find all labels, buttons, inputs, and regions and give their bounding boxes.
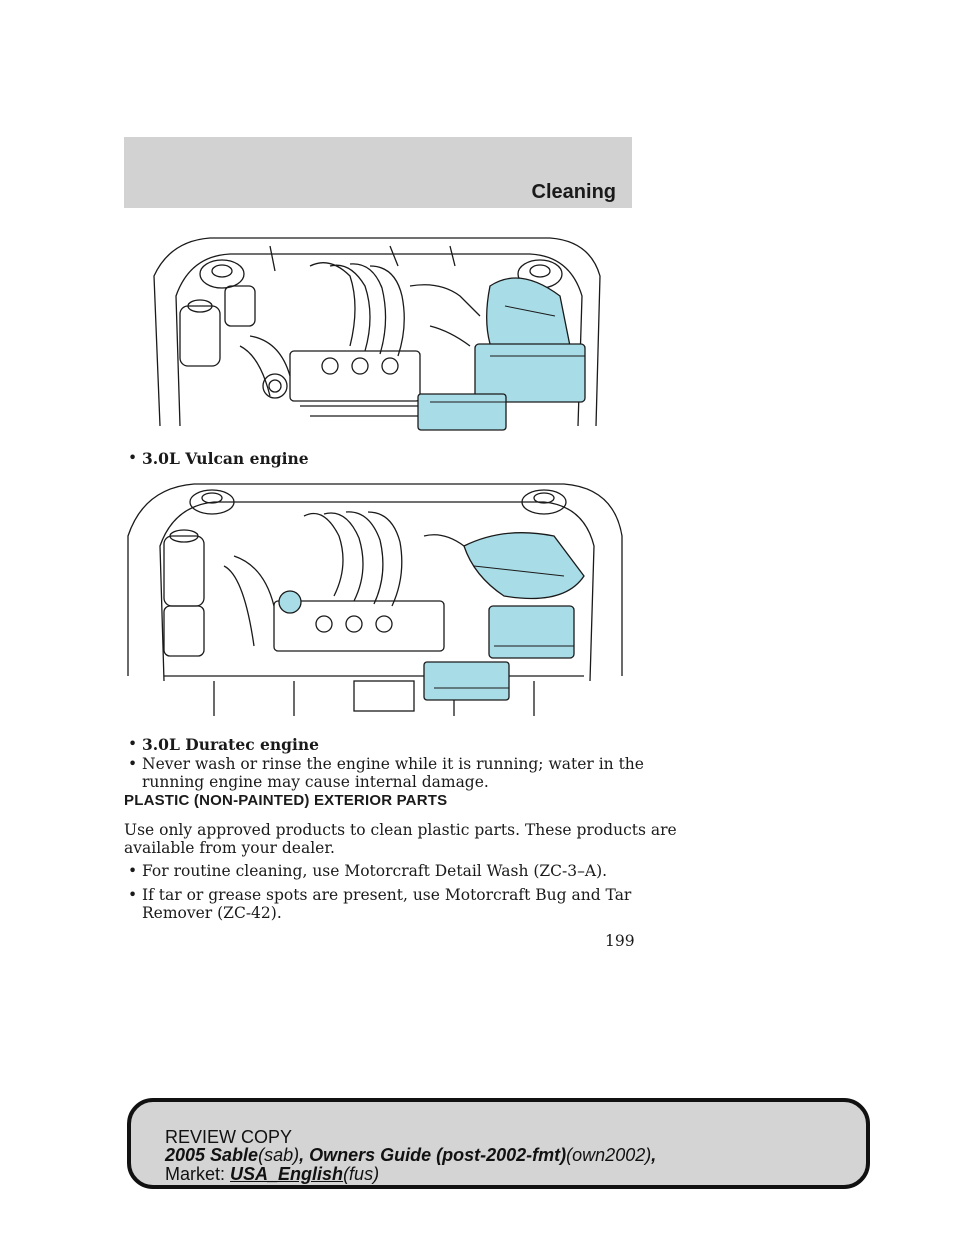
footer-market-line: Market: USA_English(fus) (165, 1164, 379, 1184)
bullet-dot: • (128, 735, 138, 753)
duratec-engine-illustration (124, 476, 626, 724)
bullet-dot: • (128, 755, 138, 773)
bullet-dot: • (128, 886, 138, 904)
warning-bullet-line1: Never wash or rinse the engine while it … (142, 755, 644, 773)
bullet-routine-cleaning: For routine cleaning, use Motorcraft Det… (142, 862, 608, 880)
footer-market-label: Market: (165, 1164, 226, 1184)
footer-market-code: (fus) (343, 1164, 380, 1184)
footer-guide: Owners Guide (post-2002-fmt) (309, 1145, 567, 1165)
warning-bullet-line2: running engine may cause internal damage… (142, 773, 489, 791)
footer-model-line: 2005 Sable(sab), Owners Guide (post-2002… (165, 1145, 656, 1165)
paragraph-line2: available from your dealer. (124, 839, 335, 857)
footer-model: 2005 Sable (165, 1145, 259, 1165)
page-number: 199 (605, 932, 635, 950)
figure-caption-duratec: 3.0L Duratec engine (142, 735, 320, 754)
section-heading: PLASTIC (NON-PAINTED) EXTERIOR PARTS (124, 792, 448, 809)
footer-sep: , (651, 1145, 657, 1165)
bullet-dot: • (128, 862, 138, 880)
section-header-band: Cleaning (124, 137, 632, 208)
section-title: Cleaning (531, 181, 616, 203)
review-copy-footer (127, 1098, 870, 1189)
bullet-dot: • (128, 449, 138, 467)
figure-caption-vulcan: 3.0L Vulcan engine (142, 449, 309, 468)
bullet-tar-line1: If tar or grease spots are present, use … (142, 886, 632, 904)
footer-model-code: (sab) (258, 1145, 300, 1165)
footer-sep: , (299, 1145, 305, 1165)
footer-guide-code: (own2002) (566, 1145, 652, 1165)
footer-review-copy: REVIEW COPY (165, 1127, 293, 1147)
paragraph-line1: Use only approved products to clean plas… (124, 821, 677, 839)
vulcan-engine-illustration (150, 226, 606, 432)
bullet-tar-line2: Remover (ZC-42). (142, 904, 282, 922)
footer-market: USA_English (230, 1164, 344, 1184)
